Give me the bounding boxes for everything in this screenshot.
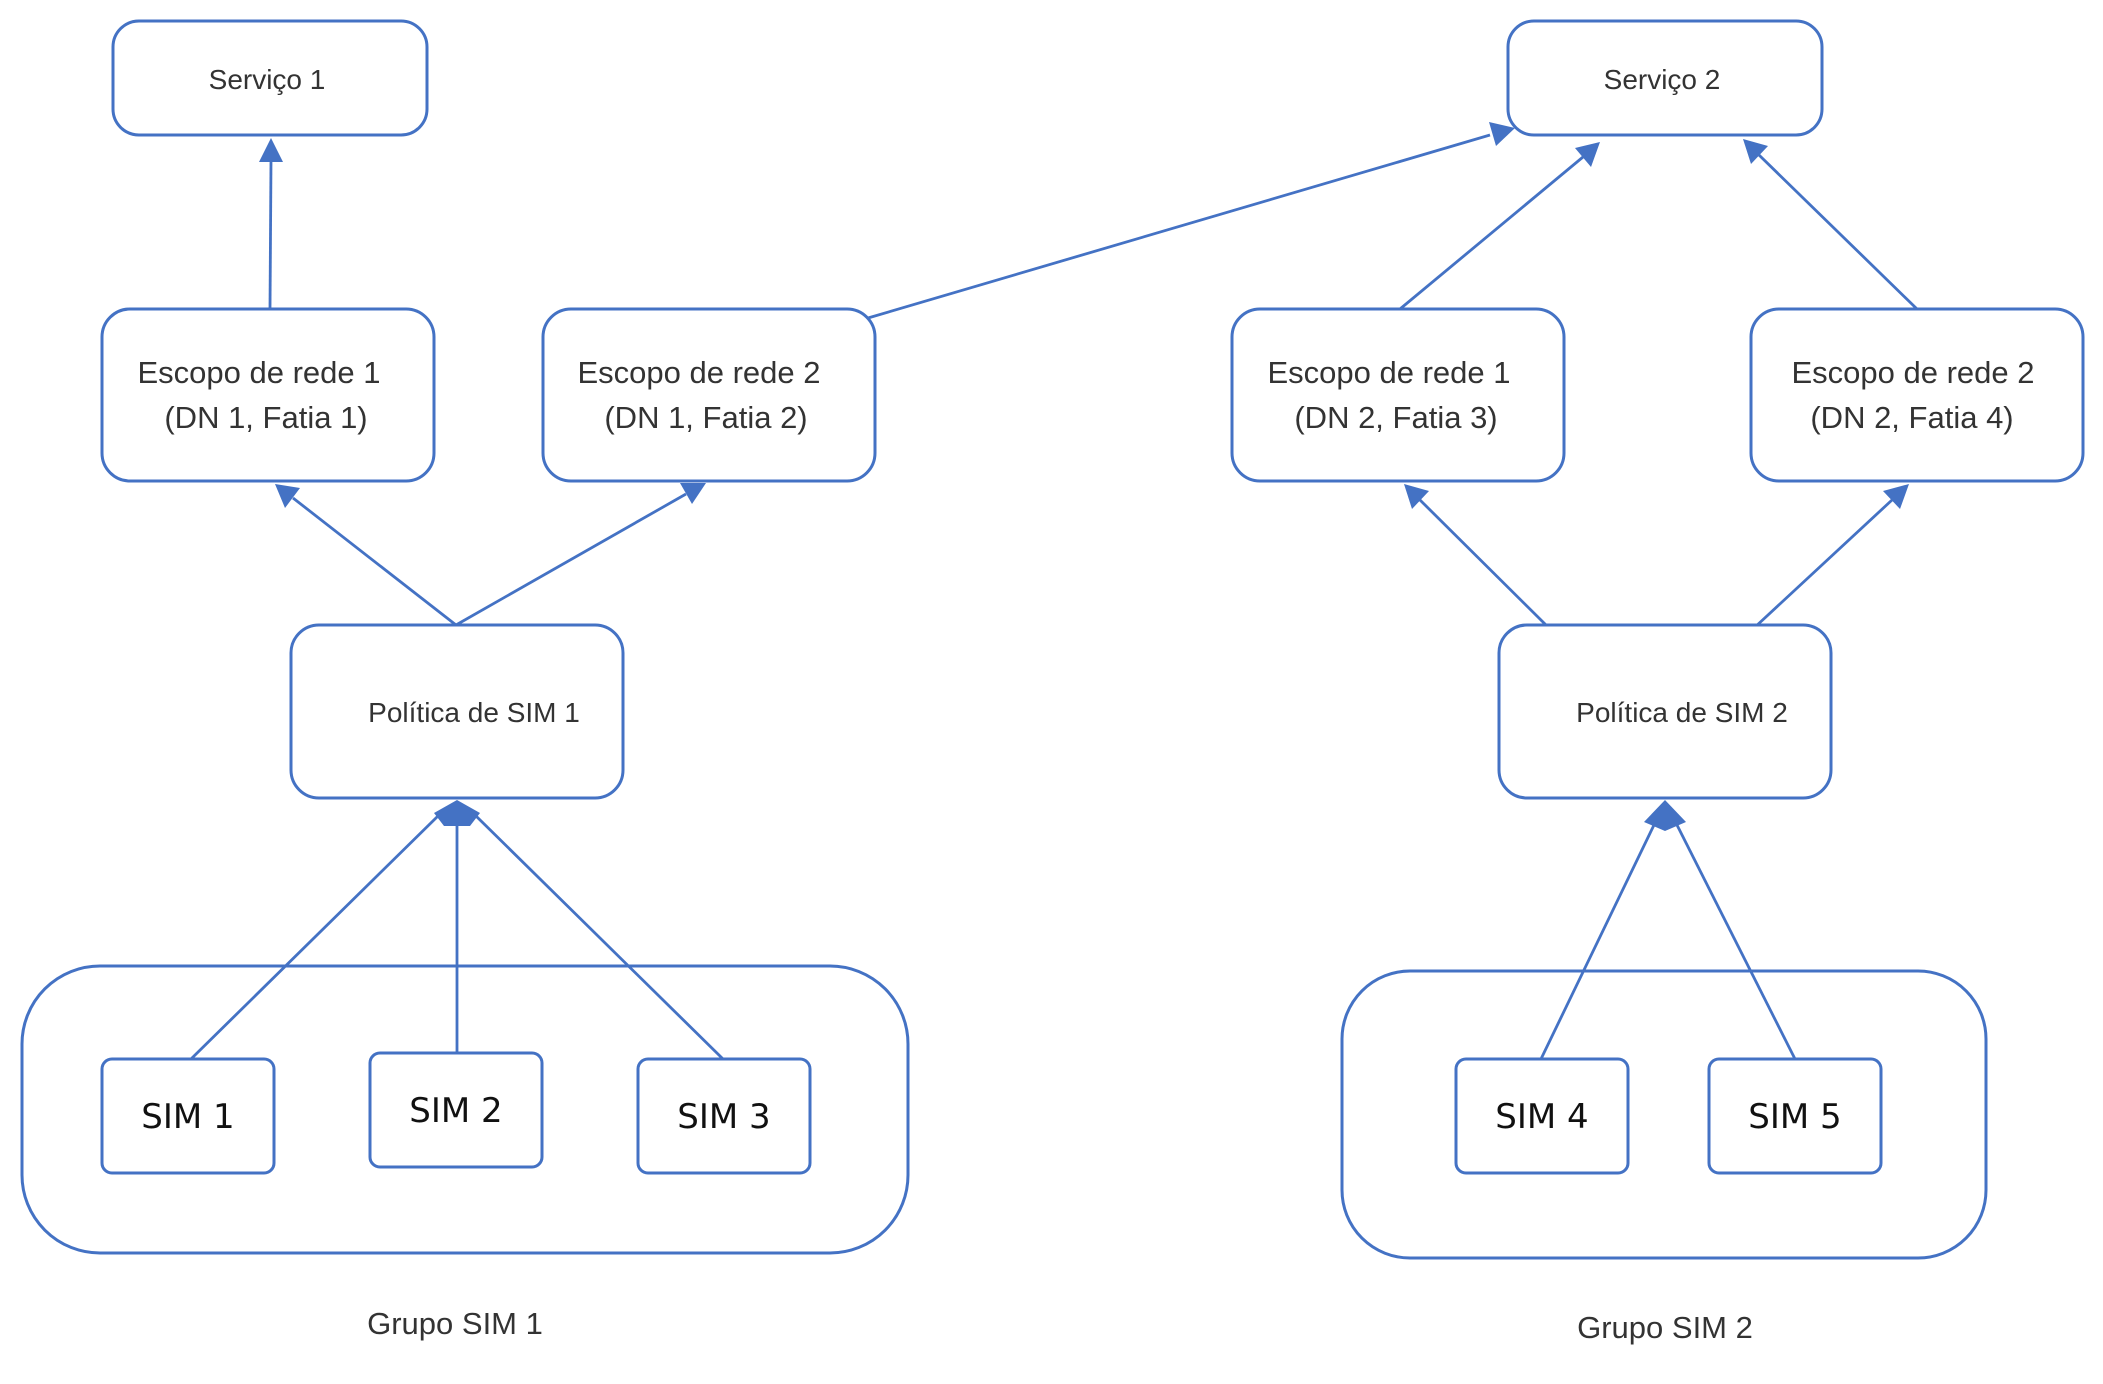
network-scope-dn2-1-title: Escopo de rede 1 xyxy=(1267,355,1510,390)
sim-policy-2-node: Política de SIM 2 xyxy=(1497,623,1833,800)
arrow-head xyxy=(259,138,283,162)
sim-policy-2-label: Política de SIM 2 xyxy=(1576,697,1788,728)
network-scope-dn2-1-detail: (DN 2, Fatia 3) xyxy=(1294,400,1497,435)
service-1-node: Serviço 1 xyxy=(111,19,429,137)
arrow-head xyxy=(1404,484,1429,509)
arrow-head xyxy=(1575,142,1600,167)
network-scope-dn2-2-node: Escopo de rede 2 (DN 2, Fatia 4) xyxy=(1749,307,2085,483)
arrow-head xyxy=(680,483,706,504)
edge-policy2-to-scope4 xyxy=(1753,498,1893,630)
sim-5-node: SIM 5 xyxy=(1707,1057,1883,1175)
sim-1-node: SIM 1 xyxy=(100,1057,276,1175)
network-scope-dn2-2-detail: (DN 2, Fatia 4) xyxy=(1810,400,2013,435)
edge-scope2-to-service2 xyxy=(867,133,1491,320)
group-sim-1-container xyxy=(20,964,910,1255)
edge-scope4-to-service2 xyxy=(1758,153,1918,311)
network-scope-dn1-2-node: Escopo de rede 2 (DN 1, Fatia 2) xyxy=(541,307,877,483)
sim-1-label: SIM 1 xyxy=(141,1097,234,1137)
edge-scope3-to-service2 xyxy=(1399,155,1584,311)
sim-2-node: SIM 2 xyxy=(368,1051,544,1169)
arrow-head xyxy=(434,800,480,826)
edge-sim4-to-policy2 xyxy=(1539,824,1656,1060)
sim-2-label: SIM 2 xyxy=(409,1091,502,1131)
arrow-head xyxy=(275,484,300,508)
edge-policy1-to-scope2 xyxy=(455,492,687,627)
arrow-head xyxy=(1883,484,1909,509)
service-2-node: Serviço 2 xyxy=(1506,19,1824,137)
service-2-label: Serviço 2 xyxy=(1604,64,1721,95)
sim-3-label: SIM 3 xyxy=(677,1097,770,1137)
network-scope-dn2-1-node: Escopo de rede 1 (DN 2, Fatia 3) xyxy=(1230,307,1566,483)
edge-policy2-to-scope3 xyxy=(1419,499,1547,626)
group-sim-1-label: Grupo SIM 1 xyxy=(367,1306,543,1341)
edge-scope1-to-service1 xyxy=(268,159,273,310)
network-scope-dn1-1-node: Escopo de rede 1 (DN 1, Fatia 1) xyxy=(100,307,436,483)
edge-sim5-to-policy2 xyxy=(1675,824,1797,1060)
sim-4-node: SIM 4 xyxy=(1454,1057,1630,1175)
arrow-head xyxy=(1644,800,1686,831)
edge-policy1-to-scope1 xyxy=(292,496,457,627)
group-sim-2-label: Grupo SIM 2 xyxy=(1577,1310,1753,1345)
network-scope-dn2-2-title: Escopo de rede 2 xyxy=(1791,355,2034,390)
network-scope-dn1-1-detail: (DN 1, Fatia 1) xyxy=(164,400,367,435)
edges xyxy=(190,122,1918,1060)
service-1-label: Serviço 1 xyxy=(209,64,326,95)
sim-4-label: SIM 4 xyxy=(1495,1097,1588,1137)
edge-sim1-to-policy1 xyxy=(190,815,439,1060)
sim-3-node: SIM 3 xyxy=(636,1057,812,1175)
network-scope-dn1-2-title: Escopo de rede 2 xyxy=(577,355,820,390)
network-scope-dn1-2-detail: (DN 1, Fatia 2) xyxy=(604,400,807,435)
arrow-head xyxy=(1743,139,1768,164)
edge-sim3-to-policy1 xyxy=(475,815,724,1060)
sim-5-label: SIM 5 xyxy=(1748,1097,1841,1137)
sim-policy-1-node: Política de SIM 1 xyxy=(289,623,625,800)
sim-policy-1-label: Política de SIM 1 xyxy=(368,697,580,728)
network-scope-dn1-1-title: Escopo de rede 1 xyxy=(137,355,380,390)
arrow-head xyxy=(1489,122,1515,146)
group-sim-2-container xyxy=(1340,969,1988,1260)
